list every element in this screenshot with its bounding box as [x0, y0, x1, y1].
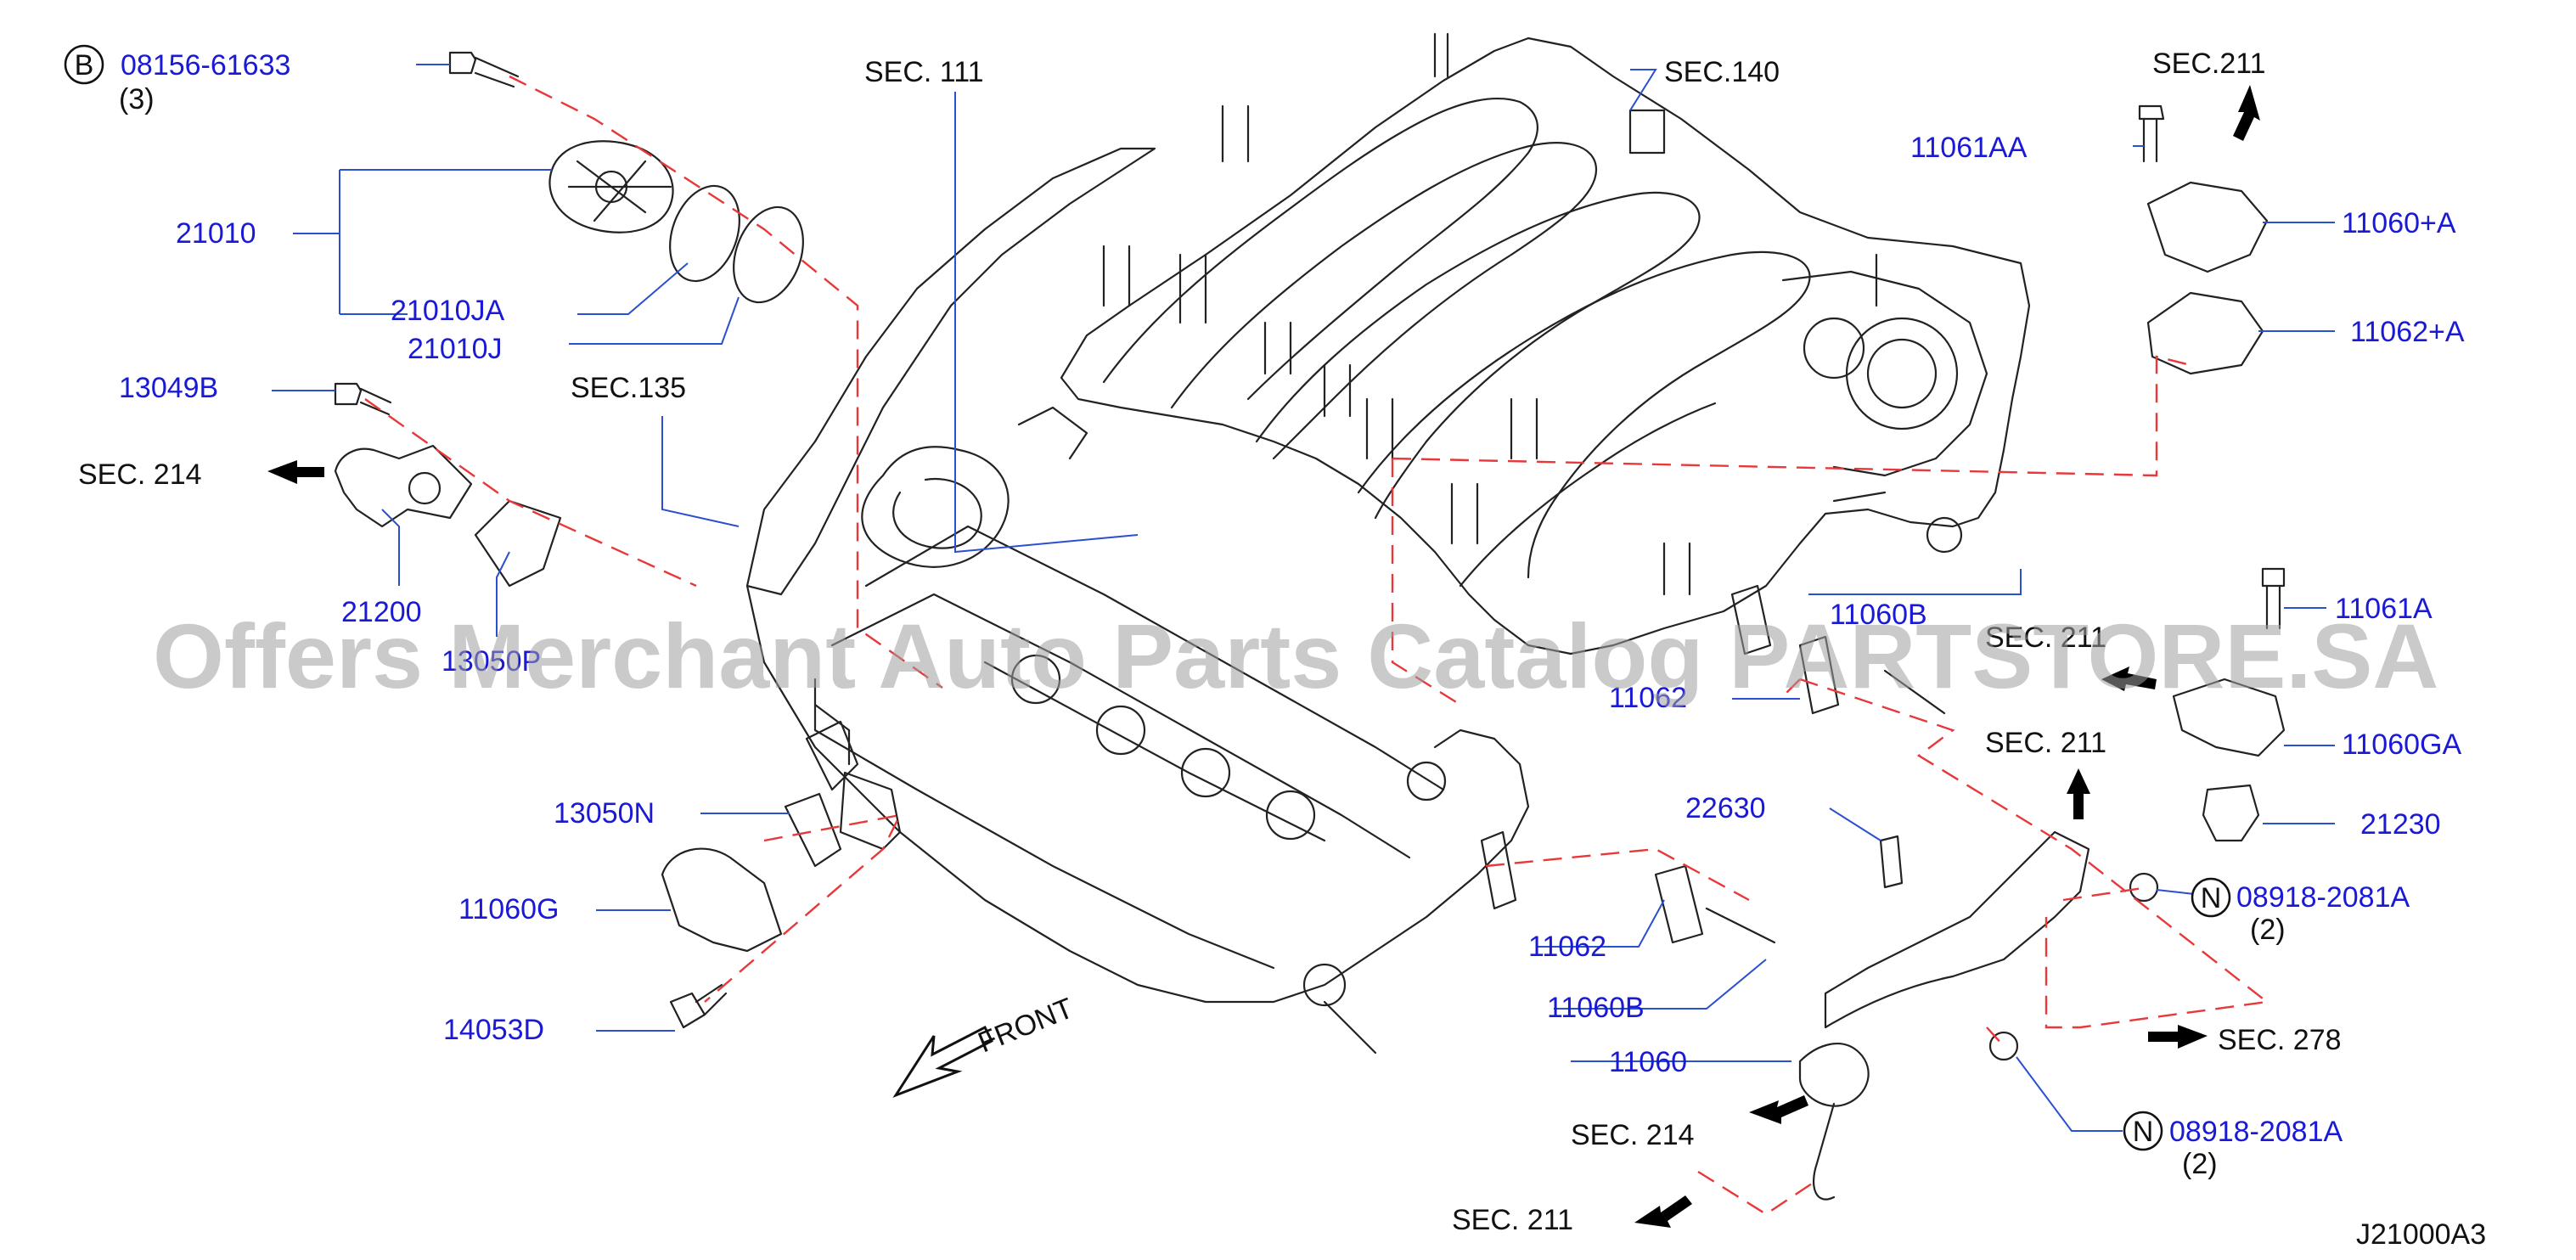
part-label[interactable]: 13049B [119, 372, 218, 404]
section-label[interactable]: SEC.140 [1664, 56, 1780, 88]
bolt-13049b [334, 382, 392, 416]
water-outlet-21200 [334, 444, 473, 528]
gasket-13050n-upper [805, 720, 859, 791]
bolt-11061a [2261, 567, 2286, 630]
part-label[interactable]: 11060+A [2342, 207, 2456, 239]
gasket-11062-b [1654, 864, 1704, 944]
gasket-11062-a [2146, 291, 2264, 375]
gasket-21010ja [669, 184, 740, 283]
callout-marker-n: N [2133, 1116, 2154, 1148]
part-label[interactable]: 11060B [1547, 992, 1645, 1024]
arrow-left-icon [1749, 1095, 1808, 1124]
stud-11060b [1705, 907, 1776, 944]
gasket-13050n-lower [839, 771, 902, 851]
section-label[interactable]: SEC. 111 [864, 56, 983, 88]
quantity-label: (2) [2250, 914, 2286, 946]
part-label[interactable]: 08918-2081A [2169, 1116, 2343, 1148]
housing-11060ga [2172, 678, 2286, 757]
part-label[interactable]: 21200 [341, 596, 422, 628]
sensor-22630 [1879, 835, 1904, 889]
part-label[interactable]: 11061AA [1910, 132, 2028, 164]
arrow-left-icon [2101, 667, 2157, 691]
bolt-08156-61633 [448, 51, 520, 88]
part-label[interactable]: 11062 [1528, 931, 1606, 963]
part-label[interactable]: 11062+A [2350, 316, 2465, 348]
section-label[interactable]: SEC. 214 [78, 458, 202, 491]
dashed-guides [364, 75, 2269, 1216]
part-label[interactable]: 11062 [1609, 682, 1687, 714]
gasket-11062-lower [1480, 830, 1517, 910]
cylinder-head [745, 147, 1530, 1055]
bolt-14053d [669, 983, 728, 1029]
section-label[interactable]: SEC. 211 [1985, 622, 2106, 654]
gasket-13050n [784, 792, 842, 868]
arrow-right-icon [2148, 1025, 2208, 1049]
watermark: Offers Merchant Auto Parts Catalog PARTS… [153, 605, 2438, 707]
part-label[interactable]: 08918-2081A [2236, 881, 2410, 914]
part-label[interactable]: 13050N [554, 797, 655, 830]
part-label[interactable]: 11060B [1830, 599, 1927, 631]
callout-marker-b: B [75, 49, 94, 82]
part-label[interactable]: 21010J [408, 333, 503, 365]
part-label[interactable]: 11060 [1609, 1046, 1687, 1078]
water-pump [548, 140, 674, 233]
bolt-11061aa [2138, 104, 2165, 163]
section-label[interactable]: SEC. 214 [1571, 1119, 1695, 1151]
section-label[interactable]: SEC.135 [571, 372, 686, 404]
callout-marker-n: N [2201, 882, 2222, 914]
water-pipe-11060 [1798, 830, 2090, 1201]
leader-lines [272, 64, 2335, 1132]
thermostat-21230 [2202, 784, 2260, 842]
engine-illustration [745, 32, 2031, 1055]
part-label[interactable]: 11060G [458, 893, 559, 925]
arrow-left-icon [267, 460, 324, 484]
direction-arrows [267, 85, 2260, 1228]
gasket-11062-upper [1730, 584, 1772, 655]
nut-08918-upper [2129, 872, 2159, 903]
front-direction-label: FRONT [974, 992, 1078, 1059]
gasket-11062-mid [1798, 635, 1840, 715]
callout-markers: B N N [64, 44, 2231, 1151]
front-arrow-icon [892, 1025, 994, 1099]
part-label[interactable]: 11060GA [2342, 728, 2461, 761]
quantity-labels: (3) (2) (2) [119, 83, 2286, 1180]
part-label[interactable]: 13050P [442, 645, 541, 678]
gasket-21010j [733, 205, 804, 304]
part-label[interactable]: 22630 [1685, 792, 1766, 824]
gasket-13050p [474, 499, 562, 588]
quantity-label: (3) [119, 83, 155, 115]
nut-08918-lower [1988, 1031, 2019, 1061]
section-label[interactable]: SEC. 278 [2218, 1024, 2342, 1056]
part-label[interactable]: 21010JA [391, 295, 505, 327]
housing-11060-a [2146, 181, 2269, 273]
quantity-label: (2) [2182, 1148, 2218, 1180]
diagram-code: J21000A3 [2356, 1218, 2486, 1251]
section-label[interactable]: SEC. 211 [1452, 1204, 1573, 1236]
part-label[interactable]: 11061A [2335, 593, 2433, 625]
intake-manifold [1060, 32, 2031, 655]
arrow-left-icon [1634, 1195, 1692, 1228]
arrow-up-icon [2233, 85, 2260, 141]
part-label[interactable]: 21230 [2360, 808, 2441, 841]
part-label[interactable]: 21010 [176, 217, 256, 250]
section-references: SEC. 111 SEC.140 SEC.211 SEC.135 SEC. 21… [78, 48, 2342, 1236]
part-label[interactable]: 14053D [443, 1014, 544, 1046]
component-sketches [334, 51, 2286, 1201]
housing-11060g [661, 847, 783, 953]
part-number-labels: 08156-61633 21010 21010JA 21010J 13049B … [119, 49, 2465, 1148]
part-label[interactable]: 08156-61633 [121, 49, 290, 82]
section-label[interactable]: SEC. 211 [1985, 727, 2106, 759]
arrow-up-icon [2067, 768, 2090, 819]
stud-11060b-upper [1883, 669, 1946, 715]
section-label[interactable]: SEC.211 [2152, 48, 2266, 80]
